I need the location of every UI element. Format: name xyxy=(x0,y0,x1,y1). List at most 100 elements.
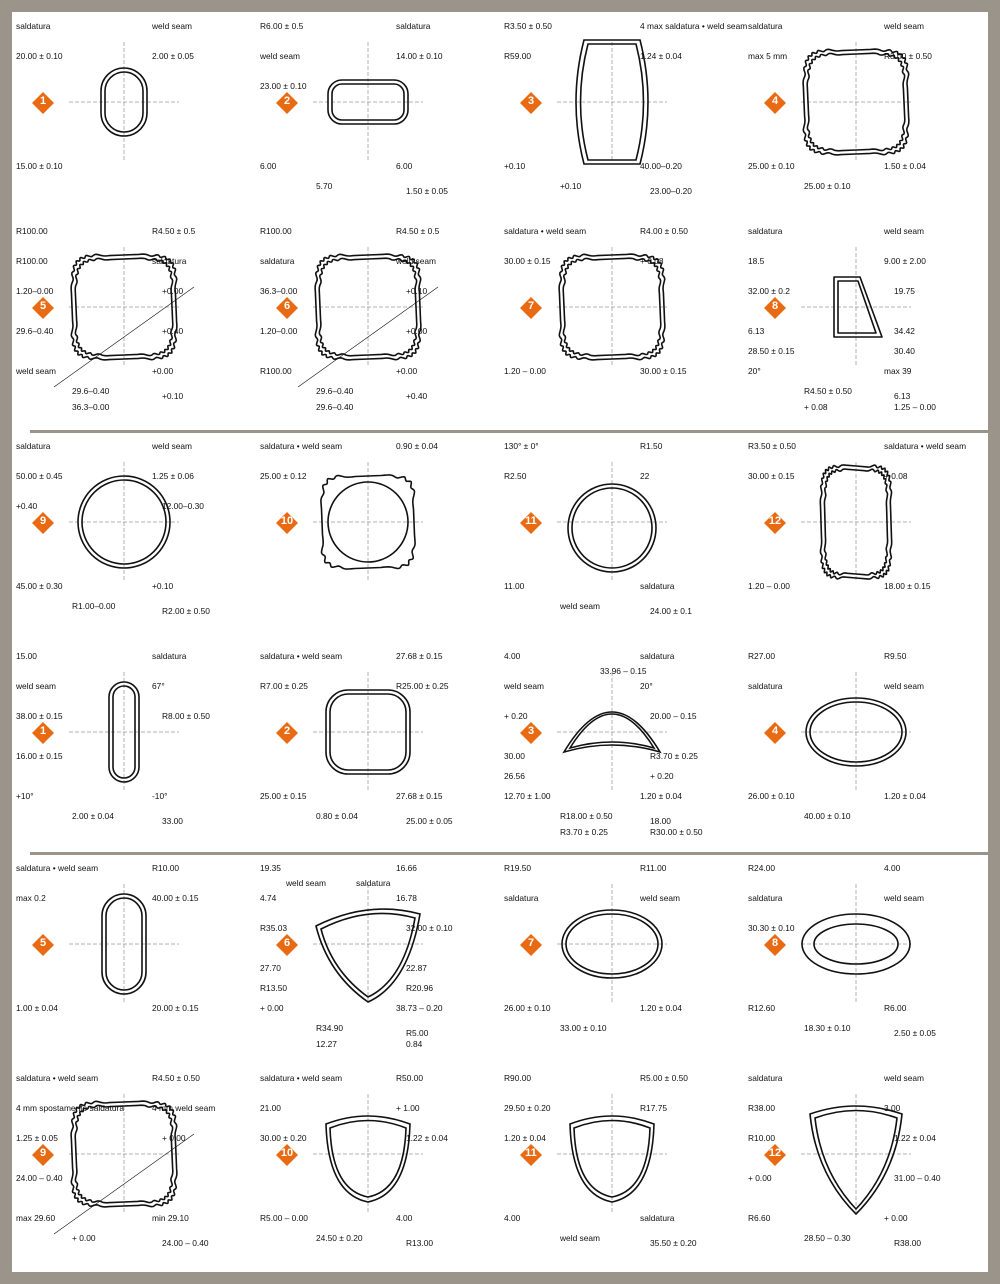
profile-number-badge: 11 xyxy=(520,512,542,534)
profile-number: 3 xyxy=(527,725,535,737)
dimension-label: 4.74 xyxy=(260,893,277,903)
dimension-label: 36.3–0.00 xyxy=(260,286,298,296)
profile-drawing xyxy=(801,42,911,162)
profile-drawing xyxy=(801,672,911,792)
dimension-label: 21.00 xyxy=(260,1103,281,1113)
profile-shape-round-notch xyxy=(69,462,179,582)
dimension-label: weld seam xyxy=(884,893,925,903)
dimension-label: 1.50 ± 0.04 xyxy=(884,161,926,171)
dimension-label: 40.00–0.20 xyxy=(640,161,682,171)
dimension-label: 4.00 xyxy=(396,1213,413,1223)
dimension-label: 20° xyxy=(748,366,761,376)
profile-shape-trapezoid xyxy=(801,247,911,367)
dimension-label: R4.50 ± 0.50 xyxy=(804,386,852,396)
dimension-label: 1.20 ± 0.04 xyxy=(884,791,926,801)
dimension-label: saldatura xyxy=(152,256,187,266)
dimension-label: saldatura • weld seam xyxy=(260,1073,343,1083)
dimension-label: 30.00 ± 0.15 xyxy=(640,366,687,376)
profile-drawing xyxy=(313,1094,423,1214)
profile-shape-barrel xyxy=(557,39,667,165)
profile-number: 9 xyxy=(39,1147,47,1159)
dimension-label: 30.00 ± 0.15 xyxy=(504,256,551,266)
dimension-label: + 0.08 xyxy=(884,471,908,481)
dimension-label: 28.50 ± 0.15 xyxy=(748,346,795,356)
profile-number-badge: 7 xyxy=(520,934,542,956)
profile-number: 1 xyxy=(39,95,47,107)
dimension-label: saldatura xyxy=(748,681,783,691)
dimension-label: + 1.00 xyxy=(396,1103,420,1113)
dimension-label: 40.00 ± 0.10 xyxy=(804,811,851,821)
dimension-label: weld seam xyxy=(884,1073,925,1083)
dimension-label: R50.00 xyxy=(396,1073,424,1083)
dimension-label: 4 max saldatura • weld seam xyxy=(640,21,748,31)
profile-number-badge: 12 xyxy=(764,1144,786,1166)
profile-shape-ellipse-flat xyxy=(801,884,911,1004)
dimension-label: +0.10 xyxy=(162,391,184,401)
profile-drawing xyxy=(801,247,911,367)
dimension-label: 19.35 xyxy=(260,863,281,873)
profile-number-badge: 11 xyxy=(520,1144,542,1166)
dimension-label: saldatura xyxy=(152,651,187,661)
dimension-label: 12.00–0.30 xyxy=(162,501,204,511)
dimension-label: 16.78 xyxy=(396,893,417,903)
dimension-label: max 39 xyxy=(884,366,912,376)
dimension-label: 38.00 ± 0.15 xyxy=(16,711,63,721)
dimension-label: R3.70 ± 0.25 xyxy=(560,827,608,837)
dimension-label: 30.00 ± 0.20 xyxy=(260,1133,307,1143)
dimension-label: 32.00 ± 0.2 xyxy=(748,286,790,296)
dimension-label: 38.73 – 0.20 xyxy=(396,1003,443,1013)
profile-shape-ellipse xyxy=(557,884,667,1004)
dimension-label: +0.00 xyxy=(396,366,418,376)
dimension-label: 18.00 xyxy=(650,816,671,826)
profile-number: 6 xyxy=(283,937,291,949)
dimension-label: 1.22 ± 0.04 xyxy=(406,1133,448,1143)
dimension-label: 27.70 xyxy=(260,963,281,973)
dimension-label: 36.3–0.00 xyxy=(72,402,110,412)
section-divider-1 xyxy=(30,430,988,433)
dimension-label: 0.84 xyxy=(406,1039,423,1049)
dimension-label: 1.20 – 0.00 xyxy=(504,366,546,376)
profile-number-badge: 10 xyxy=(276,1144,298,1166)
profile-drawing xyxy=(557,1094,667,1214)
dimension-label: R7.00 ± 0.25 xyxy=(260,681,308,691)
badge-diamond-icon xyxy=(520,297,542,319)
dimension-label: max 0.2 xyxy=(16,893,46,903)
profile-drawing xyxy=(557,672,667,792)
dimension-label: R4.50 ± 0.5 xyxy=(396,226,440,236)
profile-drawing xyxy=(53,1094,195,1235)
dimension-label: R12.60 xyxy=(748,1003,776,1013)
dimension-label: 1.50 ± 0.05 xyxy=(406,186,448,196)
dimension-label: 2.50 ± 0.05 xyxy=(894,1028,936,1038)
dimension-label: R20.96 xyxy=(406,983,434,993)
dimension-label: saldatura xyxy=(748,1073,783,1083)
dimension-label: 22.87 xyxy=(406,963,427,973)
dimension-label: weld seam xyxy=(560,1233,601,1243)
dimension-label: R2.00 ± 0.50 xyxy=(162,606,210,616)
profile-number-badge: 2 xyxy=(276,722,298,744)
profile-number-badge: 8 xyxy=(764,297,786,319)
profile-drawing xyxy=(801,884,911,1004)
profile-shape-wavy-square-diagonal xyxy=(53,247,195,388)
profile-shape-wavy-square xyxy=(557,247,667,367)
dimension-label: 12.70 ± 1.00 xyxy=(504,791,551,801)
dimension-label: R11.00 xyxy=(640,863,667,873)
dimension-label: R3.50 ± 0.50 xyxy=(748,441,796,451)
dimension-label: weld seam xyxy=(16,366,57,376)
dimension-label: 25.00 ± 0.15 xyxy=(260,791,307,801)
dimension-label: 31.00 – 0.40 xyxy=(894,1173,941,1183)
dimension-label: + 0.08 xyxy=(640,256,664,266)
dimension-label: 40.00 ± 0.15 xyxy=(152,893,199,903)
dimension-label: R5.00 – 0.00 xyxy=(260,1213,308,1223)
dimension-label: 2.00 ± 0.04 xyxy=(72,811,114,821)
dimension-label: 4 mm weld seam xyxy=(152,1103,216,1113)
dimension-label: + 0.00 xyxy=(748,1173,772,1183)
profile-number-badge: 1 xyxy=(32,722,54,744)
dimension-label: R19.50 xyxy=(504,863,532,873)
profile-number-badge: 4 xyxy=(764,92,786,114)
dimension-label: -10° xyxy=(152,791,168,801)
profile-number-badge: 10 xyxy=(276,512,298,534)
dimension-label: 33.96 – 0.15 xyxy=(600,666,647,676)
